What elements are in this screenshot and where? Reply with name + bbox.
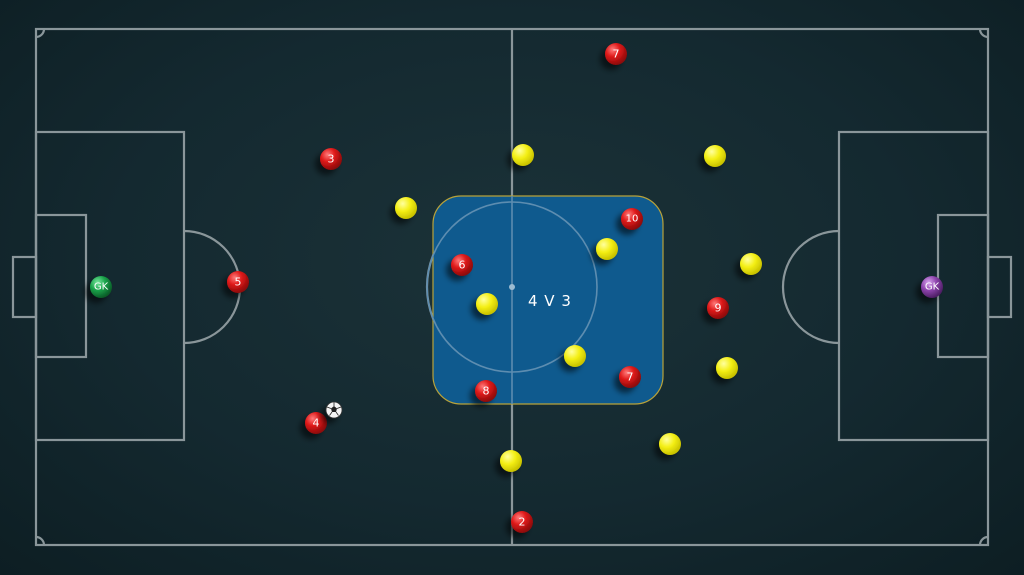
- red-player-number: 2: [519, 516, 526, 529]
- red-player-number: 8: [483, 385, 490, 398]
- red-player-number: 9: [715, 302, 722, 315]
- yellow-player[interactable]: [596, 238, 618, 260]
- red-player-token: [305, 412, 327, 434]
- goalkeeper-token: [90, 276, 112, 298]
- goal-area-left: [34, 213, 88, 359]
- corner-arc-top-right: [978, 28, 989, 39]
- yellow-player[interactable]: [659, 433, 681, 455]
- center-spot: [509, 284, 515, 290]
- red-player-token: [619, 366, 641, 388]
- red-player-token: [475, 380, 497, 402]
- corner-arc-bottom-left: [35, 535, 46, 546]
- red-player[interactable]: 9: [707, 297, 729, 319]
- yellow-team: [395, 144, 762, 472]
- red-player[interactable]: 3: [320, 148, 342, 170]
- yellow-player[interactable]: [716, 357, 738, 379]
- red-player[interactable]: 2: [511, 511, 533, 533]
- corner-arc-bottom-right: [978, 535, 989, 546]
- red-player-number: 3: [328, 153, 335, 166]
- red-player[interactable]: 10: [621, 208, 643, 230]
- goalkeeper-label: GK: [94, 282, 109, 293]
- soccer-ball-icon[interactable]: [325, 401, 343, 419]
- red-player-number: 10: [626, 214, 639, 225]
- red-player-number: 6: [459, 259, 466, 272]
- red-player-number: 5: [235, 276, 242, 289]
- red-player-token: [621, 208, 643, 230]
- goalkeeper-right[interactable]: GK: [921, 276, 943, 298]
- red-player[interactable]: 7: [619, 366, 641, 388]
- zone-label: 4 V 3: [528, 292, 572, 310]
- red-player[interactable]: 4: [305, 412, 327, 434]
- yellow-player[interactable]: [476, 293, 498, 315]
- red-player-token: [605, 43, 627, 65]
- goalkeeper-token: [921, 276, 943, 298]
- goalkeeper-left[interactable]: GK: [90, 276, 112, 298]
- yellow-player[interactable]: [740, 253, 762, 275]
- red-player[interactable]: 5: [227, 271, 249, 293]
- yellow-player[interactable]: [704, 145, 726, 167]
- penalty-arc-right: [781, 229, 840, 345]
- yellow-player[interactable]: [500, 450, 522, 472]
- goal-right: [986, 255, 1013, 319]
- goal-area-right: [936, 213, 990, 359]
- red-player[interactable]: 6: [451, 254, 473, 276]
- red-player-token: [451, 254, 473, 276]
- red-player[interactable]: 8: [475, 380, 497, 402]
- red-player-number: 4: [313, 417, 320, 430]
- yellow-player[interactable]: [395, 197, 417, 219]
- corner-arc-top-left: [35, 28, 46, 39]
- goalkeeper-label: GK: [925, 282, 940, 293]
- red-player-token: [707, 297, 729, 319]
- red-player-number: 7: [627, 371, 634, 384]
- red-player[interactable]: 7: [605, 43, 627, 65]
- red-player-token: [227, 271, 249, 293]
- red-player-token: [511, 511, 533, 533]
- red-player-number: 7: [613, 48, 620, 61]
- goal-left: [11, 255, 38, 319]
- red-team: 7 3 5 6 10 9 8 7: [227, 43, 729, 533]
- yellow-player[interactable]: [564, 345, 586, 367]
- red-player-token: [320, 148, 342, 170]
- penalty-area-right: [837, 130, 990, 442]
- zone-center-circle: [426, 201, 598, 373]
- yellow-player[interactable]: [512, 144, 534, 166]
